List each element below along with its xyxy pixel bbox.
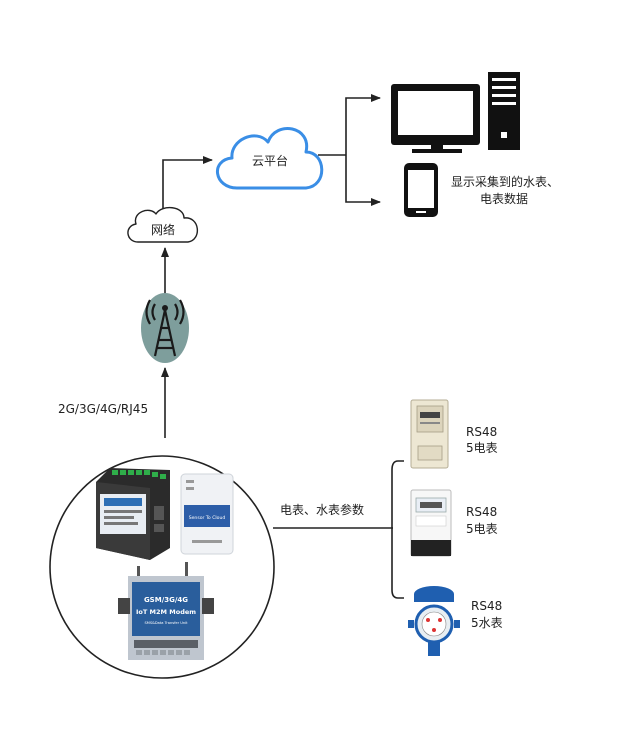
device-group: Sensor To Cloud GSM/3G/4G IoT M2M Modem … [49,455,275,679]
arrow-network-to-cloud [162,156,213,212]
bus-bracket [391,460,404,599]
meter2-label-line2: 5电表 [466,522,498,536]
modem-subtitle: IoT M2M Modem [136,608,196,616]
cloud-platform: 云平台 [215,127,324,190]
modem-sub2: SMS&Data Transfer Unit [144,621,188,625]
water-meter [408,586,460,656]
cloud-icon [215,127,324,190]
meter-params-label: 电表、水表参数 [280,502,364,517]
meter2-label-line1: RS48 [466,505,497,519]
connectors [161,94,404,599]
cloud-label: 云平台 [252,153,288,168]
meter3-label-line1: RS48 [471,599,502,613]
din-gateway-image [96,468,170,560]
link-label: 2G/3G/4G/RJ45 [58,402,148,416]
modem-title: GSM/3G/4G [144,596,188,604]
gsm-modem-image: GSM/3G/4G IoT M2M Modem SMS&Data Transfe… [118,562,214,660]
cell-tower [141,293,189,363]
smartphone [404,163,438,217]
network-cloud-icon [127,207,198,243]
network-cloud: 网络 [127,207,198,243]
meter1-label-line2: 5电表 [466,441,498,455]
pc-tower-icon [488,72,520,150]
network-label: 网络 [151,222,175,237]
sensor-title: Sensor To Cloud [189,515,226,521]
arrow-cloud-to-pc [345,94,381,155]
electric-meter-1 [410,399,449,469]
display-label-line1: 显示采集到的水表、 [451,174,559,189]
sensor-box-image: Sensor To Cloud [180,473,234,555]
meter3-label-line2: 5水表 [471,616,503,630]
meter1-label-line1: RS48 [466,425,497,439]
electric-meter-2 [410,489,452,557]
display-label-line2: 电表数据 [480,191,528,206]
desktop-computer [391,72,520,153]
arrow-cloud-to-phone [345,155,381,206]
